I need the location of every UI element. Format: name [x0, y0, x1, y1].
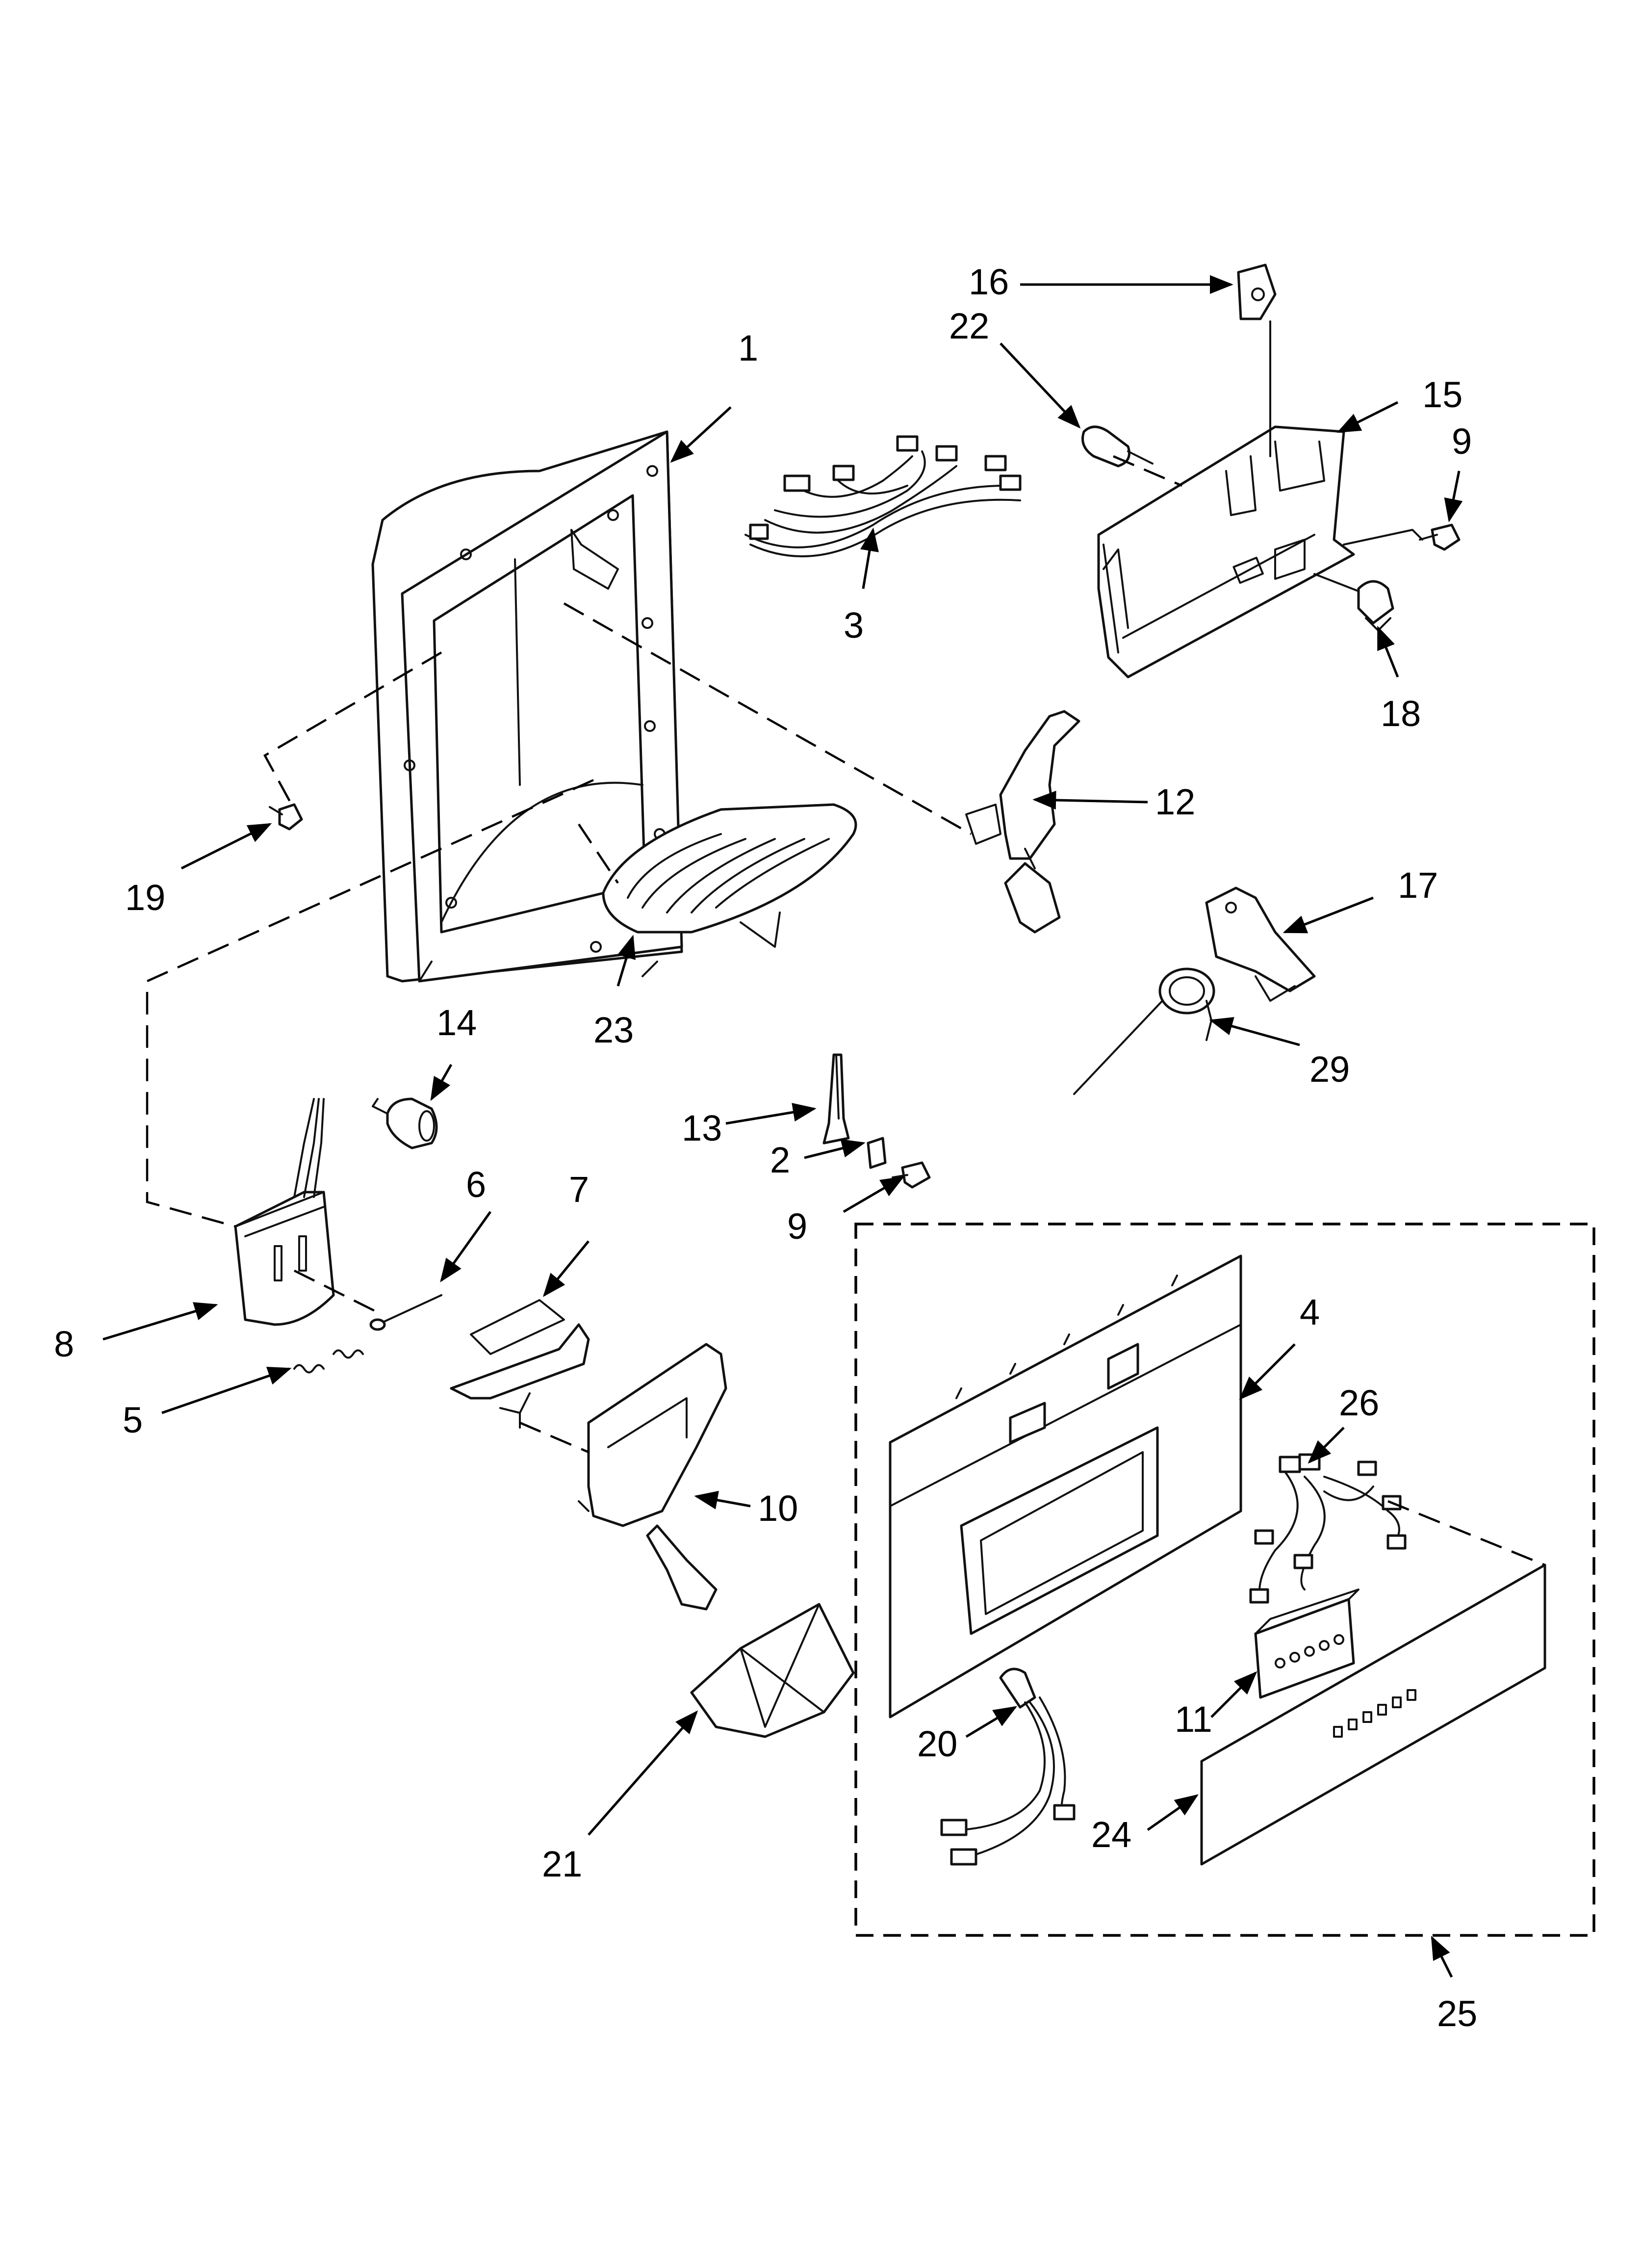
part-14-motor [372, 1097, 438, 1149]
part-4-front-panel [889, 1254, 1242, 1719]
part-3-wire-harness [744, 435, 1022, 557]
part-2-clip [867, 1137, 887, 1169]
callout-8: 8 [54, 1324, 74, 1364]
callout-5: 5 [123, 1400, 143, 1440]
callout-labels: 1 2 3 4 5 6 7 8 9 9 10 11 12 13 14 15 16… [54, 261, 1477, 2034]
callout-9-lower: 9 [787, 1206, 807, 1247]
assembly-25-outline [854, 1223, 1595, 1937]
callout-10: 10 [758, 1488, 798, 1529]
callout-18: 18 [1381, 693, 1421, 734]
callout-23: 23 [593, 1010, 634, 1050]
callout-6: 6 [466, 1164, 486, 1205]
part-13-actuator [822, 1053, 850, 1145]
callout-3: 3 [844, 605, 864, 646]
part-22-light-bulb [1081, 425, 1154, 468]
part-11-control-board [1254, 1589, 1360, 1699]
part-20-harness [940, 1668, 1076, 1866]
part-18-socket [1313, 573, 1394, 631]
callout-15: 15 [1422, 374, 1462, 415]
part-19-screw [269, 803, 303, 831]
part-7-hinge [450, 1299, 590, 1429]
part-9-screw-upper [1419, 523, 1461, 551]
alignment-lines [146, 455, 1545, 1566]
part-17-bracket [1205, 886, 1316, 1002]
callout-9-upper: 9 [1452, 421, 1472, 462]
part-9-screw-lower [892, 1161, 931, 1189]
callout-11: 11 [1175, 1699, 1212, 1740]
part-1-housing-frame [371, 430, 683, 983]
callout-24: 24 [1091, 1814, 1131, 1855]
callout-17: 17 [1398, 865, 1438, 906]
part-5-springs [293, 1349, 364, 1374]
callout-29: 29 [1309, 1049, 1350, 1090]
part-29-sensor [1073, 967, 1215, 1095]
part-15-control-bracket [1097, 425, 1423, 678]
callout-14: 14 [436, 1002, 477, 1043]
part-21-funnel [690, 1603, 855, 1738]
callout-25: 25 [1437, 1993, 1477, 2034]
callout-21: 21 [542, 1844, 582, 1884]
callout-12: 12 [1155, 782, 1195, 822]
part-23-drip-tray [602, 803, 857, 948]
part-16-switch [1237, 263, 1277, 457]
part-12-dispenser-lever [965, 710, 1080, 934]
callout-16: 16 [969, 261, 1009, 302]
callout-20: 20 [917, 1723, 957, 1764]
part-26-harness [1249, 1453, 1407, 1604]
part-24-overlay [1200, 1564, 1546, 1866]
callout-26: 26 [1339, 1382, 1379, 1423]
callout-leaders [103, 275, 1463, 1978]
callout-1: 1 [738, 328, 758, 368]
callout-19: 19 [125, 877, 165, 918]
part-6-pin [369, 1294, 442, 1331]
callout-2: 2 [770, 1140, 790, 1180]
part-8-solenoid [234, 1098, 335, 1326]
callout-13: 13 [682, 1108, 722, 1148]
callout-4: 4 [1300, 1292, 1320, 1332]
callout-7: 7 [569, 1169, 589, 1210]
callout-22: 22 [949, 306, 989, 346]
part-10-chute-arm [578, 1343, 727, 1611]
